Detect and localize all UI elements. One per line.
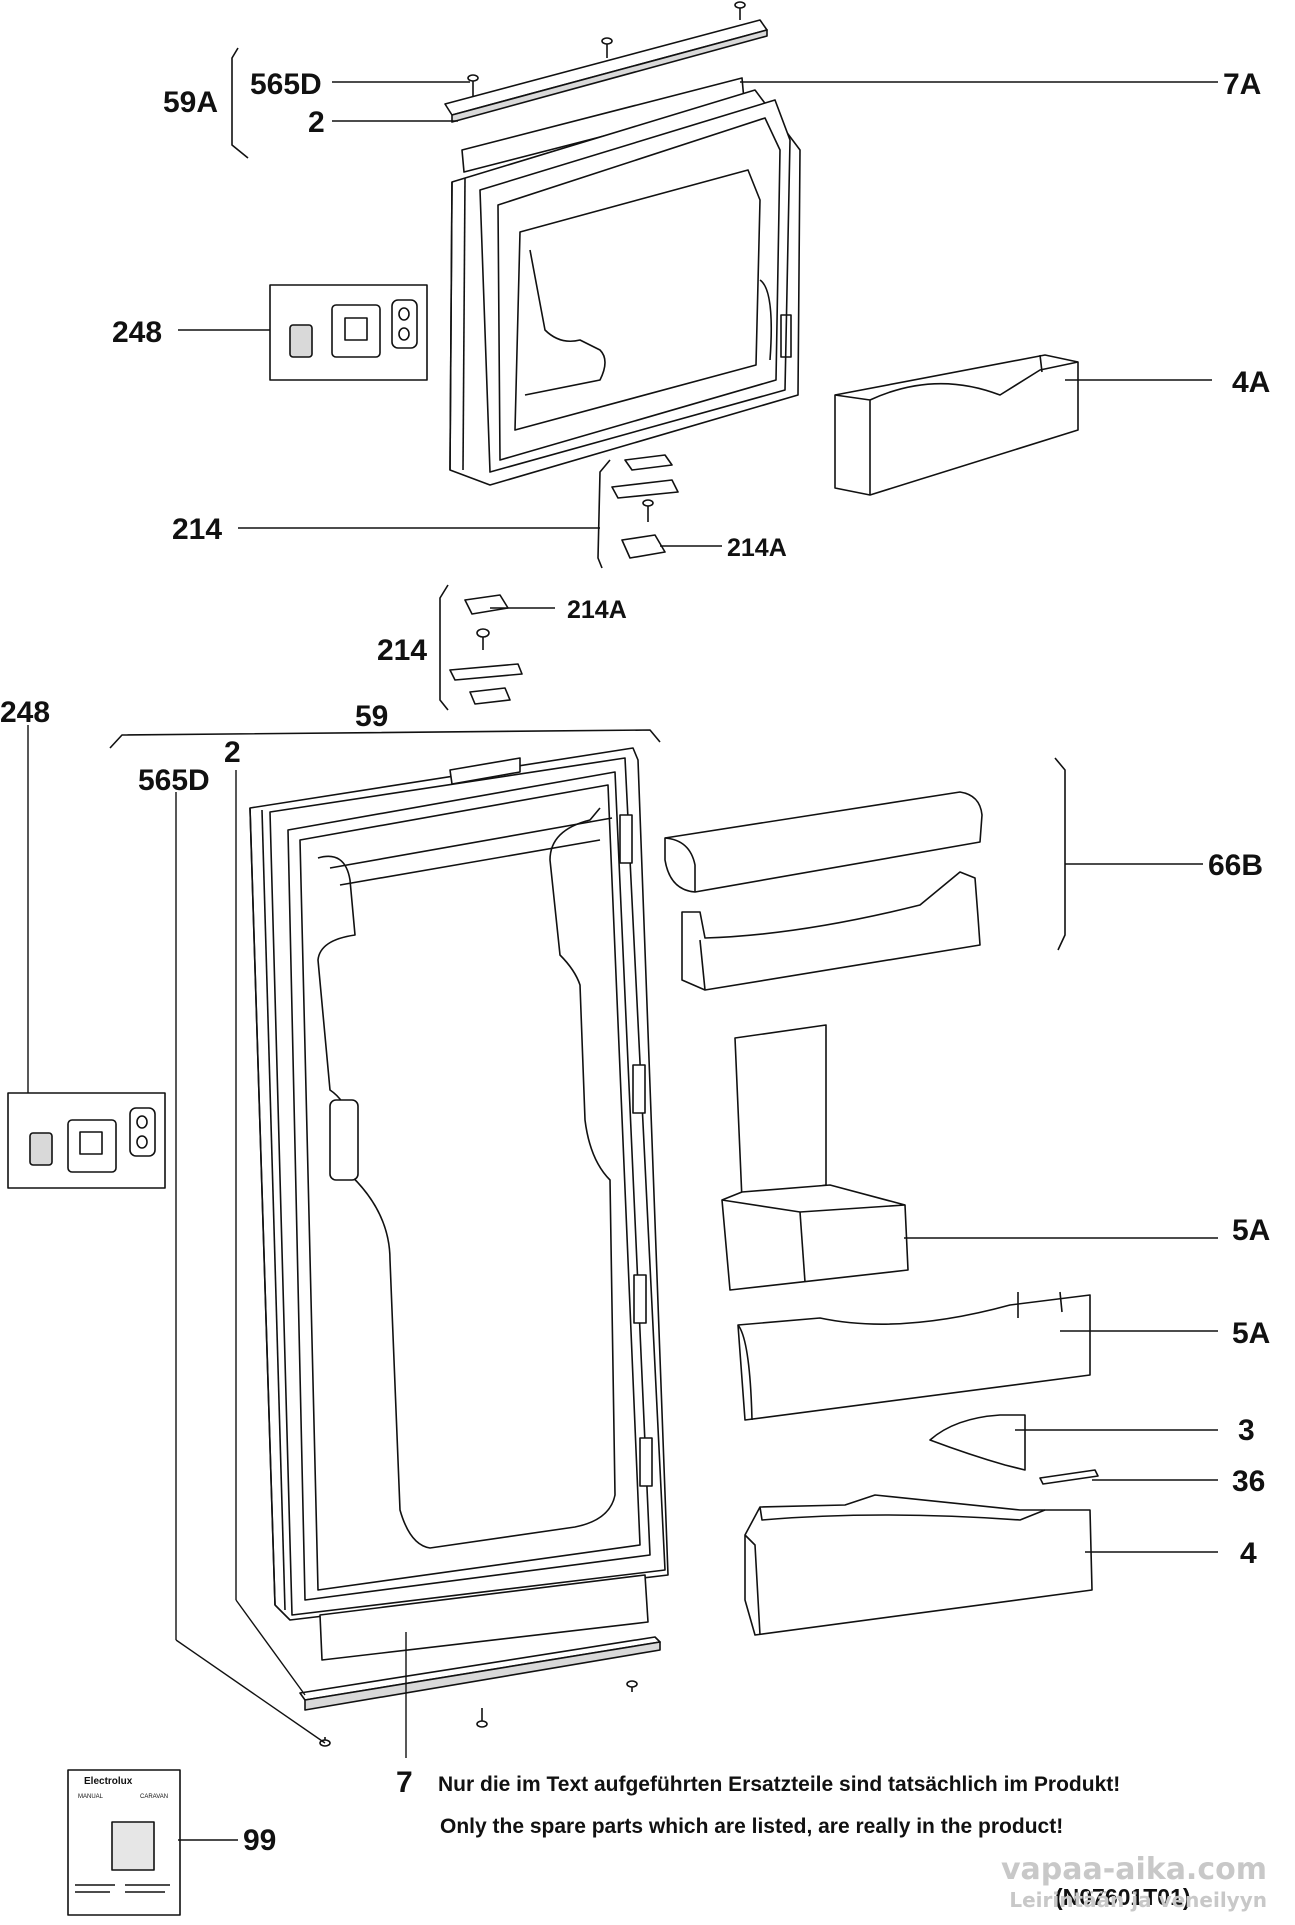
label-565d-main: 565D xyxy=(138,764,210,797)
brace-214-mid xyxy=(439,584,449,711)
bottom-gasket-strip xyxy=(319,1574,649,1661)
note-english: Only the spare parts which are listed, a… xyxy=(440,1815,1064,1838)
label-66b: 66B xyxy=(1208,849,1263,882)
label-5a-upper: 5A xyxy=(1232,1214,1270,1247)
manual-brand: Electrolux xyxy=(84,1776,133,1787)
label-59: 59 xyxy=(355,700,388,733)
watermark-site: vapaa-aika.com xyxy=(1001,1852,1267,1887)
manual-thumbnail-text: Electrolux MANUAL CARAVAN xyxy=(78,1776,168,1800)
label-214a-mid: 214A xyxy=(567,596,627,624)
label-214a-top: 214A xyxy=(727,534,787,562)
top-hinge-kit-248 xyxy=(269,284,428,381)
document-code: (N07601T01) xyxy=(1055,1884,1191,1910)
top-door-7a xyxy=(449,89,801,486)
leader-lines xyxy=(27,81,1218,1841)
manual-left-header: MANUAL xyxy=(78,1794,104,1800)
mid-lock-assembly xyxy=(449,594,523,705)
shelf-66b-lower xyxy=(681,871,981,991)
left-hinge-kit-248 xyxy=(7,1092,166,1189)
top-shelf-4a xyxy=(834,354,1079,496)
shelf-5a-lower xyxy=(737,1291,1091,1421)
label-214-mid: 214 xyxy=(377,634,427,667)
top-lock-assembly xyxy=(611,454,679,559)
main-door xyxy=(249,747,669,1621)
note-german: Nur die im Text aufgeführten Ersatzteile… xyxy=(438,1773,1121,1796)
label-7: 7 xyxy=(396,1766,413,1799)
label-565d-top: 565D xyxy=(250,68,322,101)
label-36: 36 xyxy=(1232,1465,1265,1498)
top-bracket-strip xyxy=(444,19,768,123)
label-3: 3 xyxy=(1238,1414,1255,1447)
shelf-66b-upper xyxy=(664,791,983,893)
brace-59 xyxy=(109,729,661,749)
part-3-clip xyxy=(929,1414,1026,1471)
label-248-left: 248 xyxy=(0,696,50,729)
label-2-top: 2 xyxy=(308,106,325,139)
label-2-main: 2 xyxy=(224,736,241,769)
watermark-tagline: Leirintään ja veneilyyn xyxy=(1009,1888,1267,1912)
label-59a: 59A xyxy=(163,86,218,119)
label-214-top: 214 xyxy=(172,513,222,546)
shelf-5a-upper xyxy=(721,1024,909,1291)
label-248-top: 248 xyxy=(112,316,162,349)
brace-59a xyxy=(231,47,249,159)
brace-214-top xyxy=(597,459,611,569)
callout-labels: 59A 565D 2 7A 248 4A 214 214A 214A 214 2… xyxy=(0,68,1270,1857)
manual-right-header: CARAVAN xyxy=(140,1794,168,1800)
shelf-4 xyxy=(744,1494,1093,1636)
label-5a-lower: 5A xyxy=(1232,1317,1270,1350)
top-screws xyxy=(467,1,746,96)
brace-66b xyxy=(1054,757,1066,951)
label-7a: 7A xyxy=(1223,68,1261,101)
label-4a: 4A xyxy=(1232,366,1270,399)
label-99: 99 xyxy=(243,1824,276,1857)
manual-thumbnail xyxy=(67,1769,181,1916)
part-36-bar xyxy=(1039,1469,1099,1485)
bottom-bracket-strip xyxy=(299,1636,661,1747)
label-4: 4 xyxy=(1240,1537,1257,1570)
